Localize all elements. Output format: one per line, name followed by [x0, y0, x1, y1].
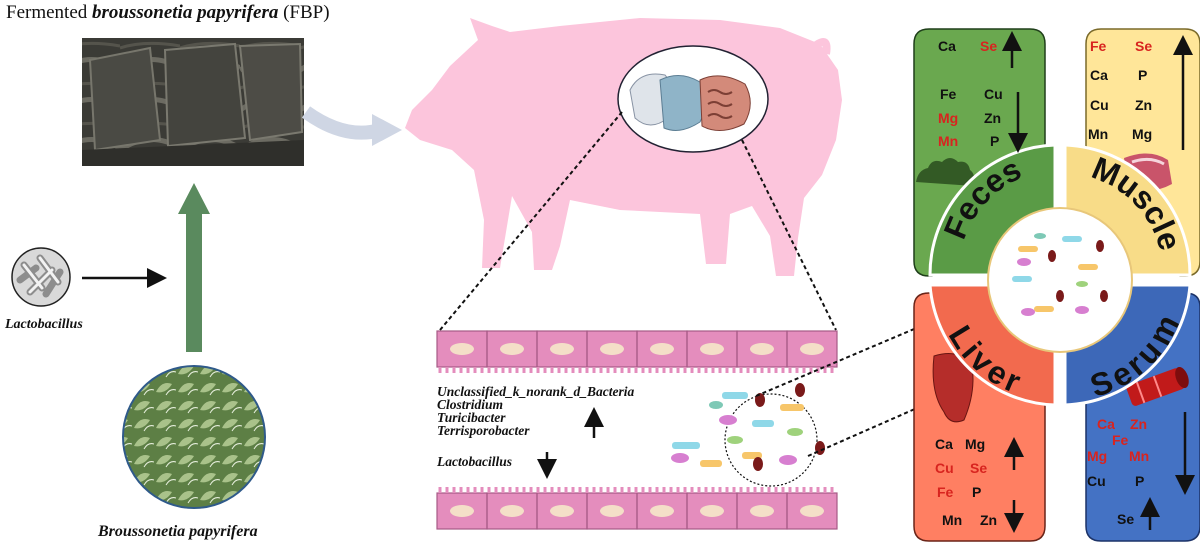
muscle-element: Se [1135, 38, 1153, 54]
serum-element: Zn [1130, 416, 1148, 432]
cell-nucleus [450, 505, 474, 517]
cell-nucleus [700, 343, 724, 355]
title-prefix: Fermented [6, 2, 93, 23]
zoom-line-right [741, 139, 837, 331]
bacteria-up-item: Turicibacter [437, 410, 506, 425]
muscle-element: P [1138, 67, 1148, 83]
serum-panel [1085, 292, 1200, 542]
serum-element: Ca [1097, 416, 1115, 432]
muscle-element: Mg [1132, 126, 1153, 142]
bacteria-increased-list: Unclassified_k_norank_d_Bacteria Clostri… [437, 384, 635, 438]
liver-element: Zn [980, 512, 998, 528]
liver-element: Se [970, 460, 988, 476]
diagram-title: Fermented broussonetia papyrifera (FBP) [6, 2, 330, 24]
broussonetia-leaf-image [122, 365, 266, 509]
serum-element: P [1135, 473, 1145, 489]
cell-nucleus [450, 343, 474, 355]
feces-element: Cu [984, 86, 1003, 102]
feces-element: P [990, 133, 1000, 149]
muscle-element: Ca [1090, 67, 1108, 83]
pig-silhouette [405, 18, 842, 276]
cell-nucleus [800, 505, 824, 517]
cell-nucleus [650, 505, 674, 517]
bacteria-up-item: Unclassified_k_norank_d_Bacteria [437, 384, 635, 399]
bacteria-up-item: Terrisporobacter [437, 423, 530, 438]
lactobacillus-image [11, 247, 71, 307]
plant-label: Broussonetia papyrifera [98, 523, 258, 540]
liver-element: P [972, 484, 982, 500]
cell-nucleus [650, 343, 674, 355]
feces-element: Mn [938, 133, 959, 149]
feces-element: Mg [938, 110, 959, 126]
liver-element: Cu [935, 460, 954, 476]
serum-element: Se [1117, 511, 1135, 527]
cell-nucleus [500, 505, 524, 517]
feed-arrow [301, 106, 402, 146]
lactobacillus-label: Lactobacillus [5, 317, 83, 332]
muscle-element: Cu [1090, 97, 1109, 113]
liver-element: Fe [937, 484, 954, 500]
microbiota-cluster [671, 383, 825, 487]
cell-nucleus [600, 343, 624, 355]
feces-element: Fe [940, 86, 957, 102]
serum-element: Mn [1129, 448, 1150, 464]
digestive-organs [617, 45, 769, 153]
title-species: broussonetia papyrifera [92, 2, 279, 23]
muscle-element: Zn [1135, 97, 1153, 113]
feces-element: Ca [938, 38, 956, 54]
intestine-wall-top [436, 330, 838, 373]
gut-microbiota-circle [987, 207, 1133, 353]
cell-nucleus [750, 343, 774, 355]
fbp-product-image [82, 38, 304, 166]
muscle-element: Mn [1088, 126, 1109, 142]
cell-nucleus [550, 343, 574, 355]
title-suffix: (FBP) [278, 2, 330, 23]
feces-element: Zn [984, 110, 1002, 126]
cell-nucleus [800, 343, 824, 355]
cell-nucleus [600, 505, 624, 517]
zoom-line-left [439, 111, 623, 331]
cell-nucleus [550, 505, 574, 517]
liver-element: Ca [935, 436, 953, 452]
serum-element: Mg [1087, 448, 1108, 464]
cell-nucleus [500, 343, 524, 355]
cell-nucleus [750, 505, 774, 517]
bacteria-down-item: Lactobacillus [437, 454, 512, 469]
feces-element: Se [980, 38, 998, 54]
green-up-arrow [178, 183, 210, 352]
intestine-wall-bottom [436, 487, 838, 530]
muscle-element: Fe [1090, 38, 1107, 54]
serum-element: Fe [1112, 432, 1129, 448]
liver-panel [913, 292, 1046, 542]
liver-element: Mn [942, 512, 963, 528]
bacteria-up-item: Clostridium [437, 397, 504, 412]
cell-nucleus [700, 505, 724, 517]
liver-element: Mg [965, 436, 986, 452]
serum-element: Cu [1087, 473, 1106, 489]
